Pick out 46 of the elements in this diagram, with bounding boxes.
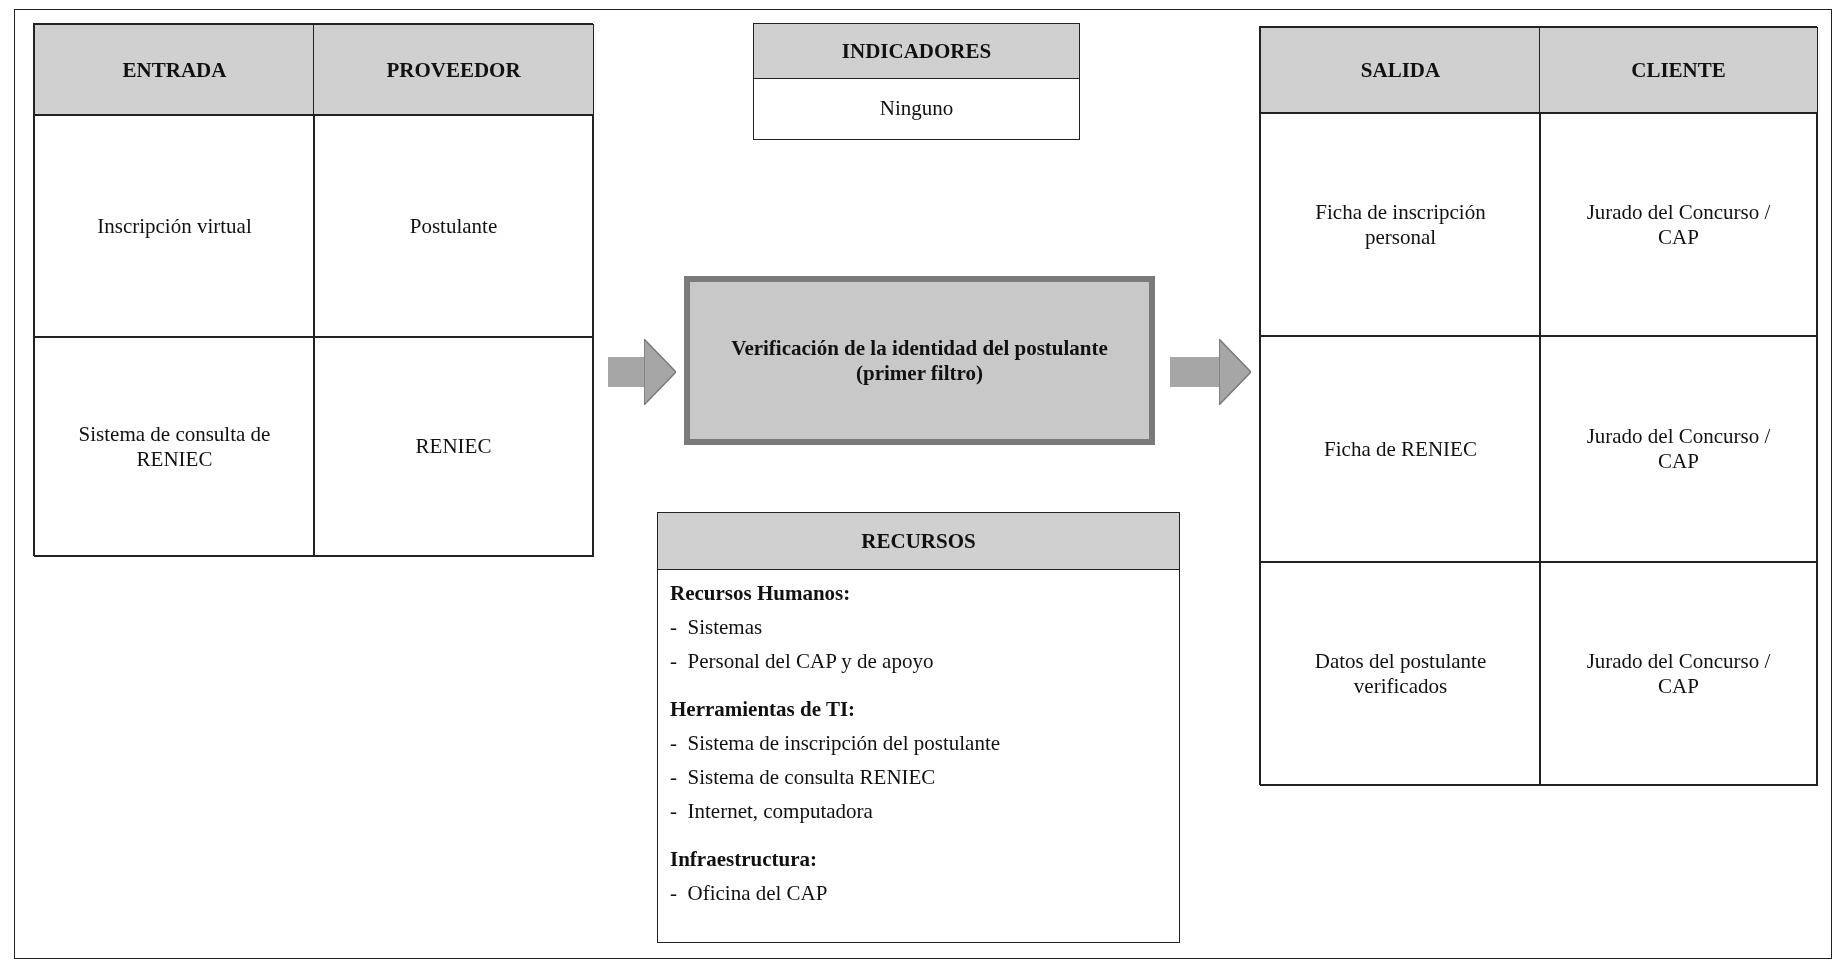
cell-text: Ficha de RENIEC bbox=[1324, 436, 1477, 462]
table-cell bbox=[1260, 561, 1541, 786]
table-cell bbox=[34, 114, 315, 338]
column-header: PROVEEDOR bbox=[386, 57, 521, 83]
list-item: - Sistema de inscripción del postulante bbox=[669, 730, 1002, 757]
cell-text: Jurado del Concurso / CAP bbox=[1585, 199, 1772, 250]
table-header-cell bbox=[34, 24, 315, 116]
list-item: - Oficina del CAP bbox=[669, 880, 829, 907]
table-cell bbox=[1260, 335, 1541, 563]
cell-text: Datos del postulante verificados bbox=[1313, 648, 1488, 699]
section-header: RECURSOS bbox=[658, 513, 1179, 570]
indicator-box bbox=[753, 23, 1080, 140]
subheading: Infraestructura: bbox=[669, 846, 818, 873]
list-item: - Sistemas bbox=[669, 614, 764, 641]
cell-text: Sistema de consulta de RENIEC bbox=[77, 421, 272, 472]
indicator-text: Ninguno bbox=[878, 95, 955, 122]
list-item: - Sistema de consulta RENIEC bbox=[669, 764, 937, 791]
section-header: INDICADORES bbox=[754, 24, 1079, 79]
cell-text: Inscripción virtual bbox=[97, 213, 252, 239]
list-item: - Internet, computadora bbox=[669, 798, 874, 825]
list-item: - Personal del CAP y de apoyo bbox=[669, 648, 935, 675]
subheading: Recursos Humanos: bbox=[669, 580, 852, 607]
column-header: SALIDA bbox=[1360, 58, 1441, 83]
table-header-cell bbox=[313, 24, 594, 116]
table-cell bbox=[1539, 112, 1818, 337]
table-header-cell bbox=[1260, 27, 1541, 114]
table-cell bbox=[1539, 561, 1818, 786]
subheading: Herramientas de TI: bbox=[669, 696, 857, 723]
column-header: ENTRADA bbox=[122, 57, 227, 83]
cell-text: Jurado del Concurso / CAP bbox=[1585, 648, 1772, 699]
table-cell bbox=[34, 336, 315, 557]
process-label: Verificación de la identidad del postulante (primer filtro) bbox=[730, 335, 1109, 386]
table-cell bbox=[1539, 335, 1818, 563]
cell-text: Jurado del Concurso / CAP bbox=[1585, 424, 1772, 474]
table-cell bbox=[1260, 112, 1541, 337]
column-header: CLIENTE bbox=[1631, 58, 1726, 83]
resources-box bbox=[657, 512, 1180, 943]
cell-text: RENIEC bbox=[415, 434, 492, 459]
table-cell bbox=[313, 336, 594, 557]
cell-text: Ficha de inscripción personal bbox=[1314, 199, 1487, 250]
table-frame bbox=[1259, 26, 1817, 785]
process-box bbox=[684, 276, 1155, 445]
table-header-cell bbox=[1539, 27, 1818, 114]
table-frame bbox=[33, 23, 593, 556]
table-cell bbox=[313, 114, 594, 338]
cell-text: Postulante bbox=[409, 213, 498, 239]
